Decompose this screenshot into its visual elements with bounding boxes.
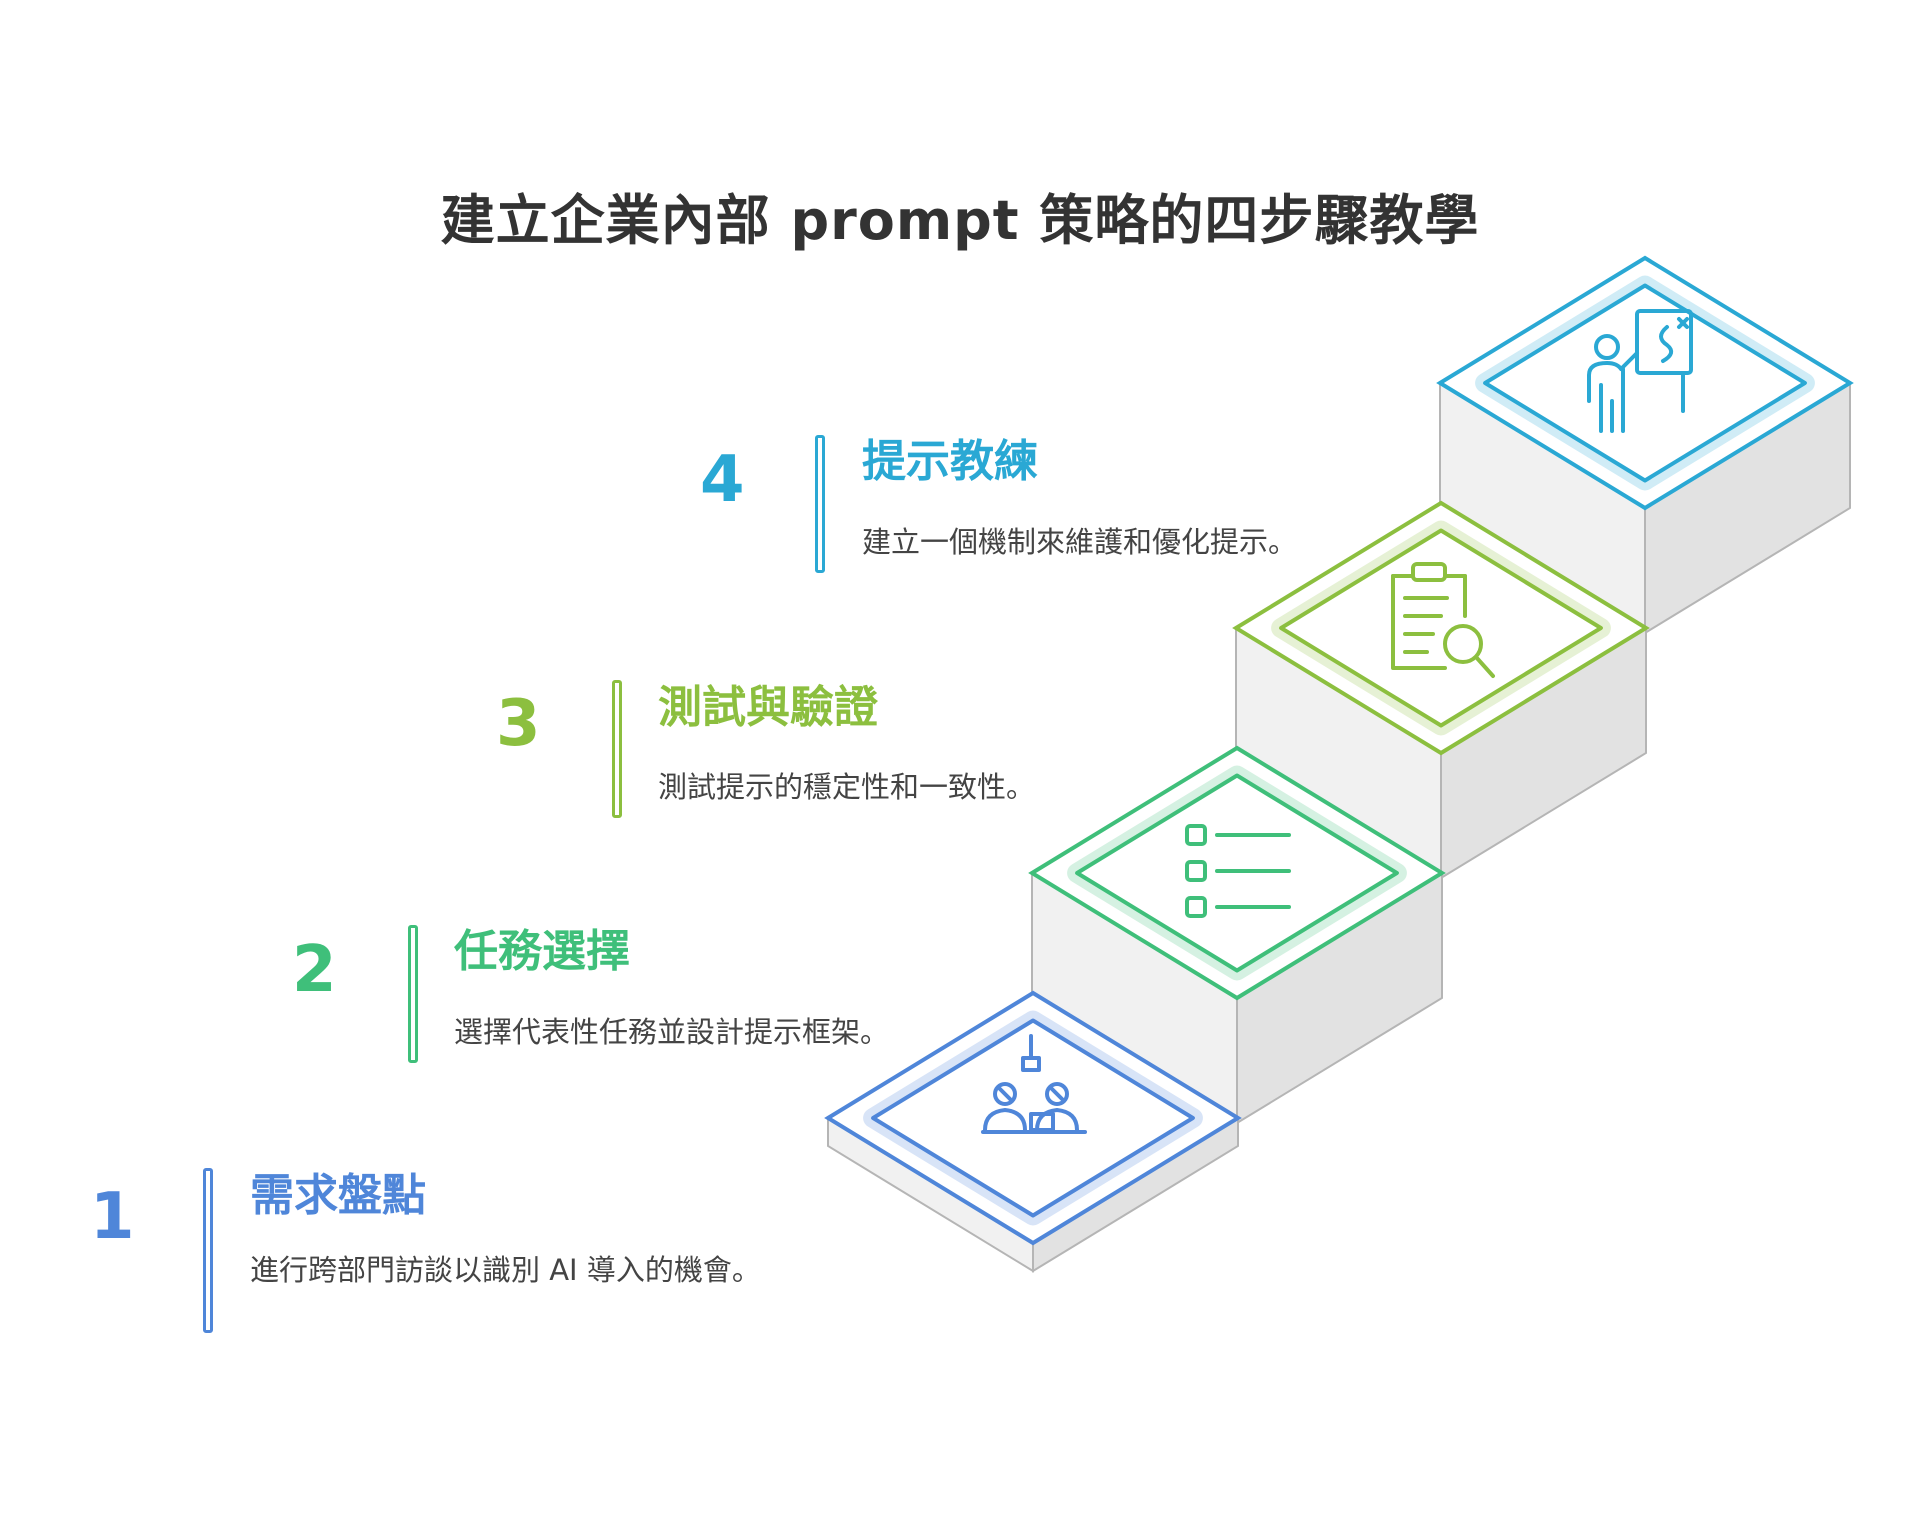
- step-2-description: 選擇代表性任務並設計提示框架。: [454, 1015, 890, 1049]
- step-3-description: 測試提示的穩定性和一致性。: [658, 770, 1036, 804]
- checklist-icon: [1185, 824, 1291, 918]
- step-1-number: 1: [90, 1180, 135, 1254]
- team-meeting-icon: [981, 1034, 1087, 1134]
- step-3-number: 3: [496, 687, 541, 761]
- step-3-title: 測試與驗證: [658, 682, 878, 733]
- step-2-title: 任務選擇: [454, 926, 630, 977]
- step-1-bar: [203, 1168, 213, 1333]
- step-2-number: 2: [292, 933, 337, 1007]
- page-title: 建立企業內部 prompt 策略的四步驟教學: [440, 189, 1480, 252]
- step-3-bar: [612, 680, 622, 818]
- step-2-bar: [408, 925, 418, 1063]
- step-4-title: 提示教練: [862, 436, 1038, 487]
- stair-frame: [1483, 283, 1807, 483]
- clipboard-search-icon: [1391, 562, 1495, 678]
- step-4-number: 4: [700, 443, 745, 517]
- step-4-description: 建立一個機制來維護和優化提示。: [862, 525, 1298, 559]
- step-1-description: 進行跨部門訪談以識別 AI 導入的機會。: [250, 1253, 761, 1287]
- stair-step-4: [1436, 255, 1854, 635]
- stair-step-1: [824, 990, 1242, 1273]
- stair-step-2: [1028, 745, 1446, 1125]
- stair-frame: [1279, 528, 1603, 728]
- coach-whiteboard-icon: [1587, 309, 1693, 433]
- step-4-bar: [815, 435, 825, 573]
- step-1-title: 需求盤點: [250, 1170, 426, 1221]
- stair-step-3: [1232, 500, 1650, 880]
